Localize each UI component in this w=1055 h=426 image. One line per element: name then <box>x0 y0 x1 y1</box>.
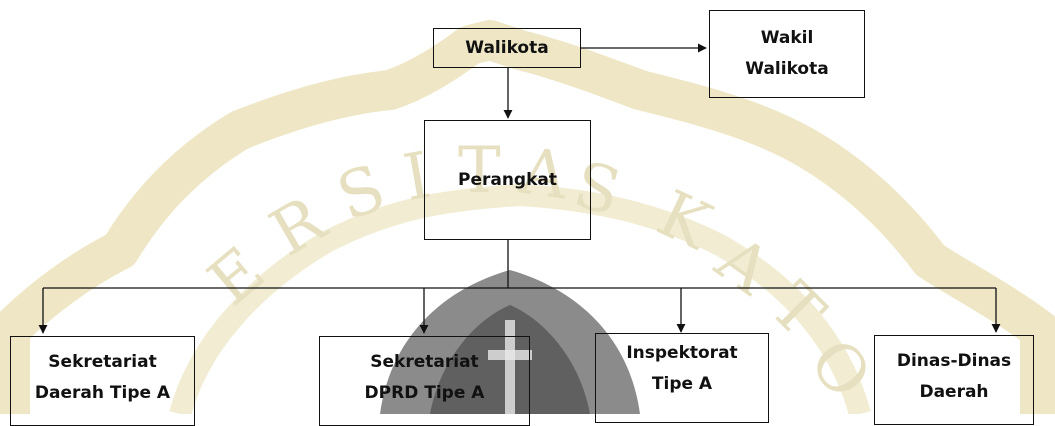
node-perangkat: Perangkat <box>424 120 591 240</box>
node-perangkat-label: Perangkat <box>457 169 558 190</box>
watermark-letter: A <box>515 134 573 214</box>
node-dprd-line1: Sekretariat <box>370 352 479 372</box>
university-watermark: E R S I T A S K A T O <box>0 20 1055 414</box>
node-wakil-walikota: Wakil Walikota <box>709 10 865 98</box>
node-sekda-line1: Sekretariat <box>48 352 157 372</box>
node-walikota: Walikota <box>433 28 581 68</box>
org-connectors <box>38 43 1001 334</box>
node-inspektorat-line2: Tipe A <box>651 374 713 394</box>
node-wakil-line1: Wakil <box>760 28 814 48</box>
node-sekretariat-daerah: Sekretariat Daerah Tipe A <box>10 336 195 426</box>
node-sekretariat-dprd: Sekretariat DPRD Tipe A <box>319 336 530 426</box>
node-dprd-line2: DPRD Tipe A <box>364 383 485 403</box>
node-walikota-label: Walikota <box>465 37 549 58</box>
node-inspektorat: Inspektorat Tipe A <box>595 333 769 423</box>
watermark-letter: T <box>458 134 501 208</box>
node-dinas-line2: Daerah <box>919 382 989 402</box>
node-wakil-line2: Walikota <box>745 59 829 79</box>
node-dinas-daerah: Dinas-Dinas Daerah <box>874 335 1034 425</box>
node-dinas-line1: Dinas-Dinas <box>896 351 1012 371</box>
node-sekda-line2: Daerah Tipe A <box>34 383 171 403</box>
node-inspektorat-line1: Inspektorat <box>626 343 738 363</box>
